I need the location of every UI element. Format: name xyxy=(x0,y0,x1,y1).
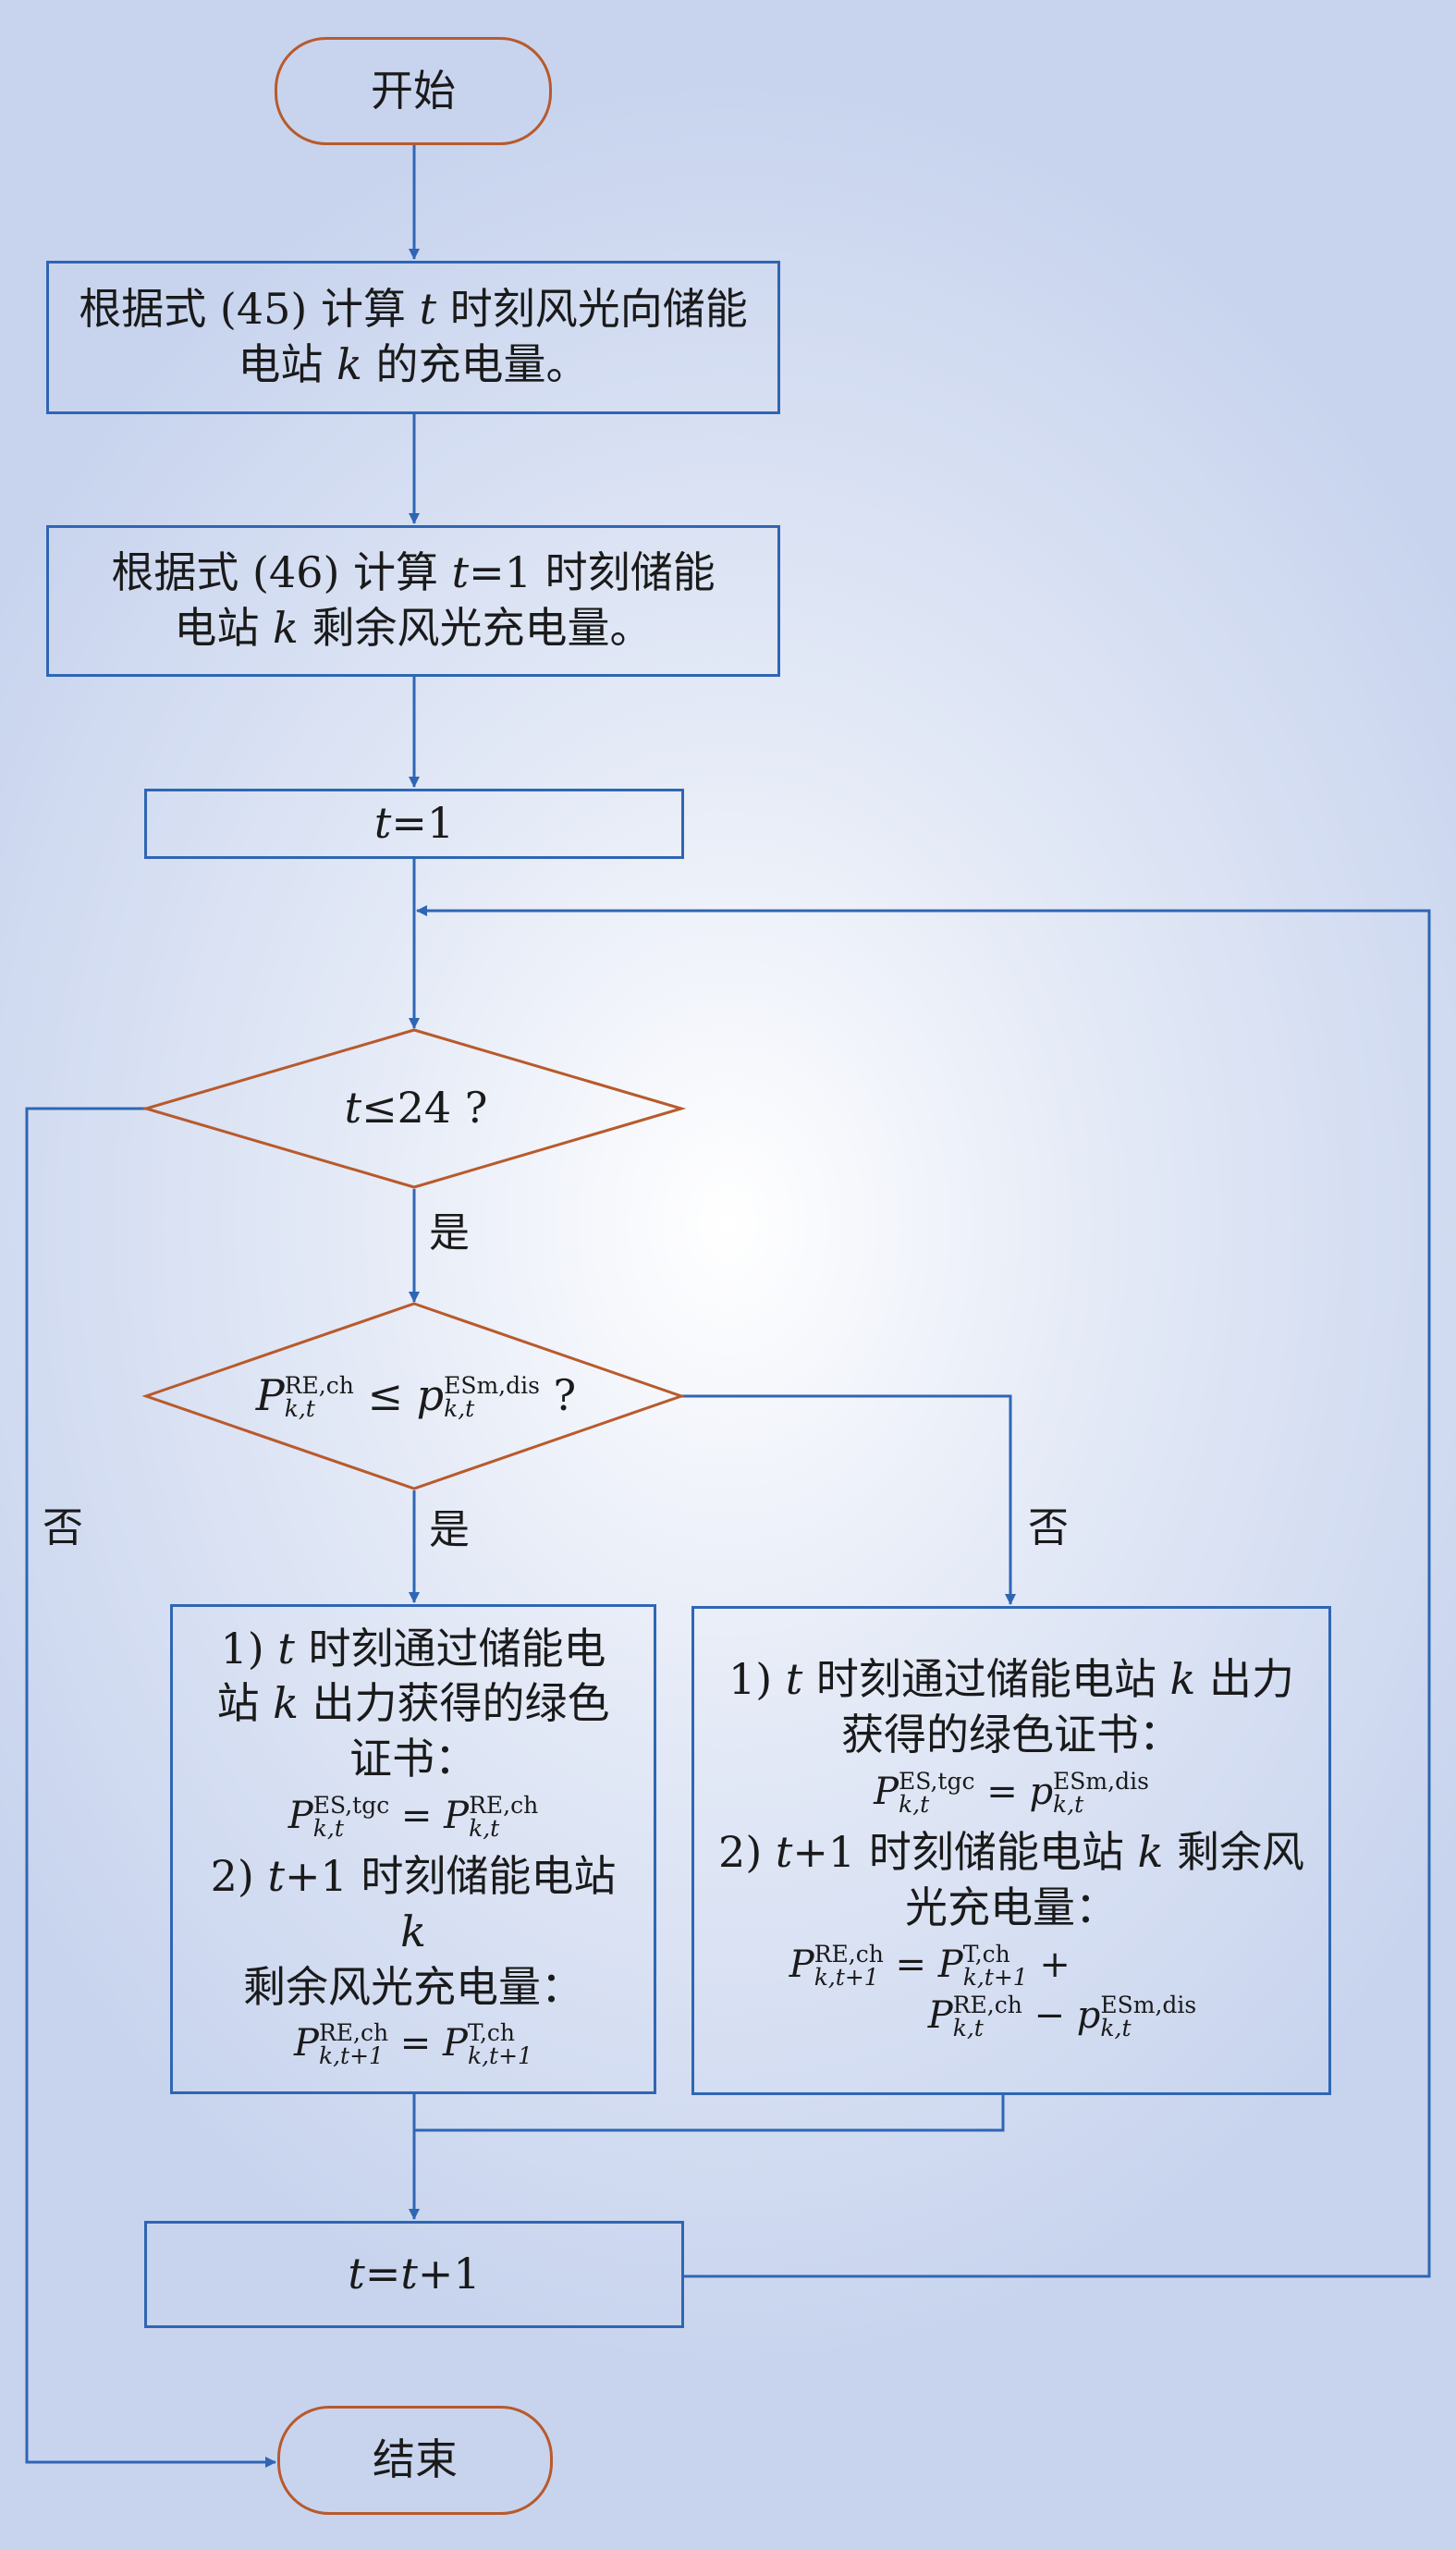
increment-text: t=t+1 xyxy=(348,2249,481,2299)
step2-box: 根据式 (46) 计算 t=1 时刻储能电站 k 剩余风光充电量。 xyxy=(46,525,780,677)
line-right-box-merge xyxy=(414,2095,1005,2132)
right-line2: 2) t+1 时刻储能电站 k 剩余风光充电量： xyxy=(718,1827,1304,1932)
end-label: 结束 xyxy=(373,2434,458,2485)
decision-diamond-2 xyxy=(141,1302,686,1490)
yes-label-1: 是 xyxy=(429,1209,470,1257)
no-label-cond2: 否 xyxy=(1028,1504,1069,1551)
step2-text: 根据式 (46) 计算 t=1 时刻储能电站 k 剩余风光充电量。 xyxy=(111,547,716,653)
right-line1: 1) t 时刻通过储能电站 k 出力获得的绿色证书： xyxy=(728,1654,1295,1760)
arrow-cond2-to-right-box xyxy=(681,1394,1016,1605)
decision-diamond-1 xyxy=(141,1028,687,1189)
init-box: t=1 xyxy=(144,789,684,859)
init-text: t=1 xyxy=(373,798,455,849)
yes-label-2: 是 xyxy=(429,1506,470,1553)
cond1-text: t≤24 ? xyxy=(344,1083,488,1134)
arrow-cond1-no-to-end xyxy=(25,1107,276,2468)
step1-box: 根据式 (45) 计算 t 时刻风光向储能电站 k 的充电量。 xyxy=(46,261,780,414)
arrow-loop-back xyxy=(416,905,1431,2278)
no-label-cond1: 否 xyxy=(43,1504,83,1551)
step1-text: 根据式 (45) 计算 t 时刻风光向储能电站 k 的充电量。 xyxy=(79,284,748,389)
start-label: 开始 xyxy=(371,65,456,116)
start-terminal: 开始 xyxy=(275,37,552,145)
increment-box: t=t+1 xyxy=(144,2221,684,2328)
left-line1: 1) t 时刻通过储能电站 k 出力获得的绿色证书： xyxy=(216,1623,610,1784)
end-terminal: 结束 xyxy=(277,2406,553,2515)
